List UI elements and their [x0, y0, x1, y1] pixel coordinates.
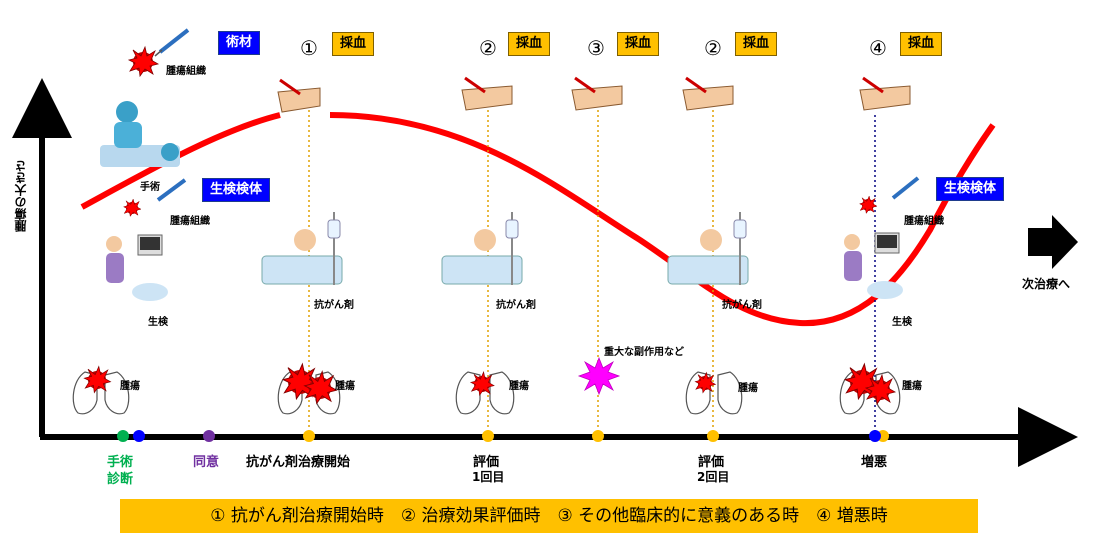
biopsy-illustration-left — [106, 234, 168, 301]
tumor-label-1: 腫瘍 — [120, 381, 140, 392]
tumor-icon-lung-5b — [865, 374, 896, 405]
dot-event3 — [592, 430, 604, 442]
circled-number-3: ③ — [587, 36, 605, 60]
blood-sampling-box-3: 採血 — [617, 32, 660, 56]
dot-progression-b — [869, 430, 881, 442]
patient-bed-illustration-1 — [261, 212, 343, 285]
legend-bar: ① 抗がん剤治療開始時 ② 治療効果評価時 ③ その他臨床的に意義のある時 ④ … — [120, 499, 978, 533]
dot-consent — [203, 430, 215, 442]
patient-bed-illustration-2 — [441, 212, 523, 285]
side-effect-star-icon — [577, 356, 621, 396]
blood-draw-illustration-4 — [682, 76, 734, 111]
lungs-illustration-5 — [839, 371, 901, 415]
anticancer-label-2: 抗がん剤 — [496, 300, 536, 311]
tumor-tissue-label-mid: 腫瘍組織 — [170, 216, 210, 227]
timeline-diagnosis-label: 診断 — [107, 472, 134, 487]
blood-sampling-box-1: 採血 — [332, 32, 375, 56]
needle-icon-right — [891, 176, 920, 200]
tumor-label-2: 腫瘍 — [335, 381, 355, 392]
circled-number-2b: ② — [704, 36, 722, 60]
needle-icon-mid — [156, 178, 187, 202]
blood-sampling-box-2: 採血 — [508, 32, 551, 56]
timeline-consent-label: 同意 — [193, 455, 220, 470]
timeline-eval2-round: 2回目 — [697, 470, 730, 484]
timeline-start-label: 抗がん剤治療開始 — [246, 455, 351, 470]
dot-surgery — [117, 430, 129, 442]
tumor-size-curve-2 — [329, 112, 996, 327]
biopsy-label-left: 生検 — [148, 317, 168, 328]
circled-number-4: ④ — [869, 36, 887, 60]
lungs-illustration-3 — [455, 371, 515, 415]
tumor-tissue-icon-mid — [123, 198, 142, 217]
surgical-material-box: 術材 — [218, 31, 261, 55]
tumor-tissue-label-top: 腫瘍組織 — [166, 66, 206, 77]
lungs-illustration-4 — [685, 371, 743, 415]
circled-number-1: ① — [300, 36, 318, 60]
biopsy-specimen-box-left: 生検検体 — [202, 178, 271, 202]
tumor-size-curve — [80, 112, 281, 210]
next-treatment-label: 次治療へ — [1022, 277, 1071, 291]
lungs-illustration-2 — [277, 371, 341, 415]
timeline-eval2-label: 評価 — [698, 455, 725, 470]
blood-sampling-box-4: 採血 — [735, 32, 778, 56]
timeline-progression-label: 増悪 — [861, 455, 888, 470]
timeline-eval1-round: 1回目 — [472, 470, 505, 484]
biopsy-label-right: 生検 — [892, 317, 912, 328]
timeline-surgery-label: 手術 — [107, 455, 134, 470]
surgery-label: 手術 — [140, 182, 160, 193]
blood-draw-illustration-1 — [277, 78, 321, 113]
biopsy-specimen-box-right: 生検検体 — [936, 177, 1005, 201]
blood-draw-illustration-3 — [571, 76, 623, 111]
needle-icon-top — [154, 28, 190, 57]
dot-diagnosis — [133, 430, 145, 442]
blood-sampling-box-5: 採血 — [900, 32, 943, 56]
timeline-eval1-label: 評価 — [473, 455, 500, 470]
blood-draw-illustration-2 — [461, 76, 513, 111]
side-effect-label: 重大な副作用など — [604, 347, 684, 358]
surgeon-illustration — [100, 101, 180, 167]
circled-number-2a: ② — [479, 36, 497, 60]
tumor-label-4: 腫瘍 — [738, 383, 758, 394]
tumor-label-3: 腫瘍 — [509, 381, 529, 392]
patient-bed-illustration-3 — [667, 212, 749, 285]
tumor-icon-lung-2b — [304, 371, 337, 404]
tumor-label-5: 腫瘍 — [902, 381, 922, 392]
tumor-tissue-label-right: 腫瘍組織 — [904, 216, 944, 227]
tumor-icon-lung-1 — [84, 366, 111, 393]
dot-eval2 — [707, 430, 719, 442]
next-treatment-arrow-icon — [1028, 215, 1078, 269]
anticancer-label-1: 抗がん剤 — [314, 300, 354, 311]
tumor-tissue-icon-top — [128, 46, 159, 77]
y-axis-label: 腫瘍の大きさ — [14, 160, 28, 232]
dot-start — [303, 430, 315, 442]
lungs-illustration-1 — [72, 371, 130, 415]
anticancer-label-3: 抗がん剤 — [722, 300, 762, 311]
dot-eval1 — [482, 430, 494, 442]
biopsy-illustration-right — [844, 232, 903, 299]
blood-draw-illustration-5 — [859, 76, 911, 111]
